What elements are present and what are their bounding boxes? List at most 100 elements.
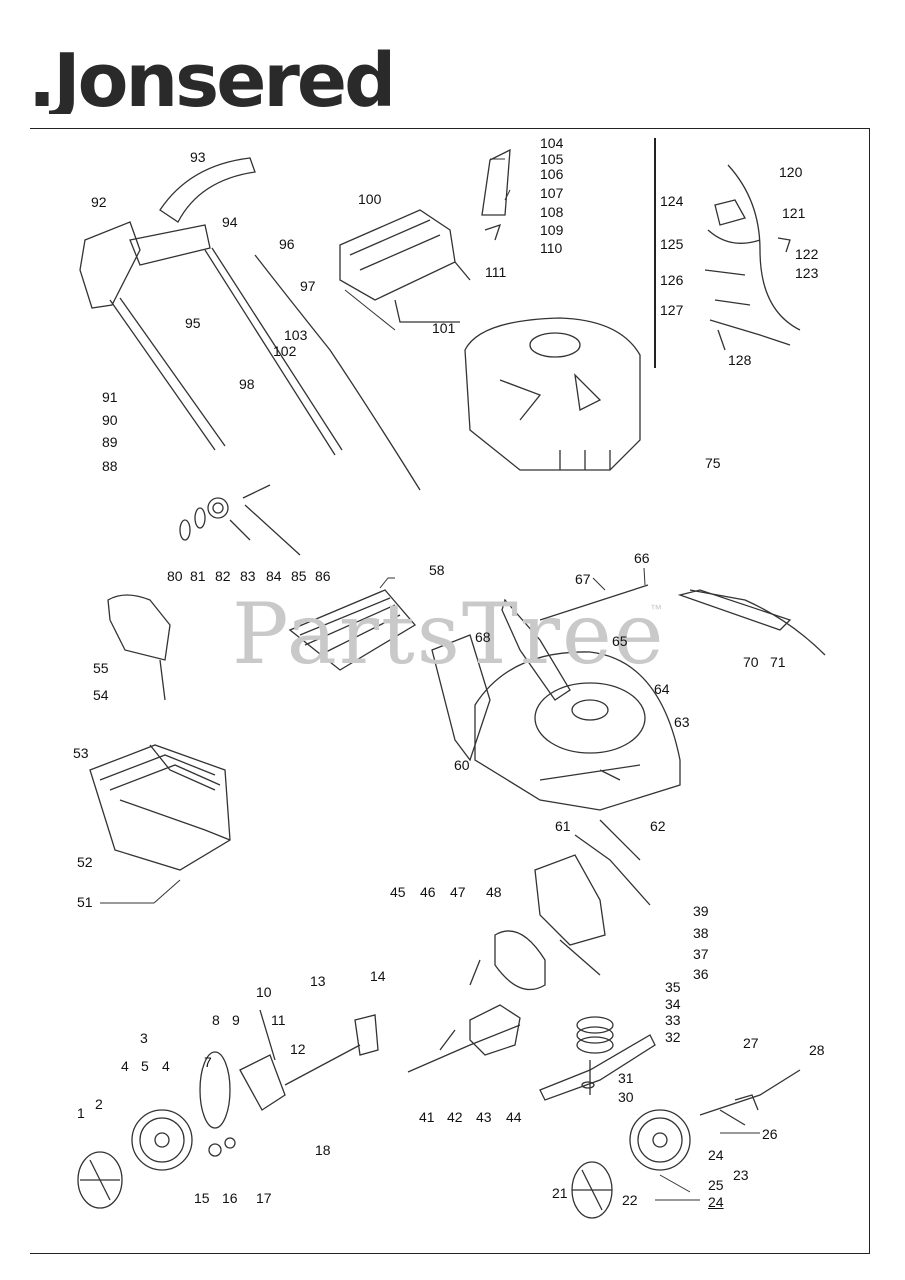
lever-104 xyxy=(481,148,511,216)
part-label: 58 xyxy=(429,562,445,578)
part-label: 81 xyxy=(190,568,206,584)
catcher-top-100 xyxy=(339,209,456,301)
part-label: 92 xyxy=(91,194,107,210)
height-lever-70 xyxy=(677,589,792,631)
part-label: 37 xyxy=(693,946,709,962)
part-label: 13 xyxy=(310,973,326,989)
part-label: 11 xyxy=(271,1012,286,1028)
drive-belt-48 xyxy=(494,930,546,991)
part-label: 107 xyxy=(540,185,564,201)
part-label: 91 xyxy=(102,389,118,405)
handle-tube-right xyxy=(204,247,343,456)
part-label: 88 xyxy=(102,458,118,474)
parts-tree-watermark: PartsTree xyxy=(232,585,666,683)
part-label: 84 xyxy=(266,568,282,584)
part-label: 104 xyxy=(540,135,564,151)
gearbox-43 xyxy=(469,1004,521,1056)
part-label: 110 xyxy=(540,240,563,256)
part-label: 10 xyxy=(256,984,272,1000)
part-label: 4 xyxy=(121,1058,129,1074)
part-label: 46 xyxy=(420,884,436,900)
part-label: 124 xyxy=(660,193,684,209)
part-label: 95 xyxy=(185,315,201,331)
throttle-cable-120 xyxy=(727,164,801,331)
part-label: 63 xyxy=(674,714,690,730)
part-label: 128 xyxy=(728,352,752,368)
part-label: 102 xyxy=(273,343,297,359)
handle-grip-92 xyxy=(79,221,141,309)
wheel-cap-left xyxy=(77,1151,123,1209)
part-label: 48 xyxy=(486,884,502,900)
upper-handle-93 xyxy=(159,157,256,223)
wheel-hub-82 xyxy=(207,497,229,519)
cable-98 xyxy=(254,254,421,491)
blade-adapter-34 xyxy=(576,1016,614,1034)
part-label: 36 xyxy=(693,966,709,982)
part-label: 12 xyxy=(290,1041,306,1057)
part-label: 2 xyxy=(95,1096,103,1112)
part-label: 45 xyxy=(390,884,406,900)
part-label: 90 xyxy=(102,412,118,428)
part-label: 47 xyxy=(450,884,466,900)
part-label: 27 xyxy=(743,1035,759,1051)
part-label: 24 xyxy=(708,1147,724,1163)
part-label: 82 xyxy=(215,568,231,584)
part-label: 100 xyxy=(358,191,382,207)
part-label: 14 xyxy=(370,968,386,984)
part-label: 54 xyxy=(93,687,109,703)
part-label: 23 xyxy=(733,1167,749,1183)
engine-cover-75 xyxy=(464,317,641,471)
part-label: 67 xyxy=(575,571,591,587)
part-label: 15 xyxy=(194,1190,210,1206)
part-label: 94 xyxy=(222,214,238,230)
part-label: 68 xyxy=(475,629,491,645)
mower-deck-63 xyxy=(474,651,681,811)
part-label: 123 xyxy=(795,265,819,281)
logo-text: .Jonsered xyxy=(28,44,390,114)
rear-flap-58 xyxy=(288,589,416,671)
part-label: 122 xyxy=(795,246,819,262)
part-label: 86 xyxy=(315,568,331,584)
handle-tube-left xyxy=(109,297,226,451)
throttle-lever-124 xyxy=(714,199,746,226)
deck-opening-64 xyxy=(534,682,646,754)
part-label: 97 xyxy=(300,278,316,294)
rear-axle-13 xyxy=(284,1044,361,1086)
grass-catcher-51 xyxy=(89,744,231,871)
part-label: 71 xyxy=(770,654,786,670)
part-label: 4 xyxy=(162,1058,170,1074)
part-label: 3 xyxy=(140,1030,148,1046)
part-label: 96 xyxy=(279,236,295,252)
part-label: 8 xyxy=(212,1012,220,1028)
part-label: 51 xyxy=(77,894,93,910)
front-wheel-right xyxy=(629,1109,691,1171)
part-label: 127 xyxy=(660,302,684,318)
part-label: 30 xyxy=(618,1089,634,1105)
washer-81 xyxy=(194,507,206,529)
part-label: 22 xyxy=(622,1192,638,1208)
part-label: 61 xyxy=(555,818,571,834)
part-label: 108 xyxy=(540,204,564,220)
part-label: 120 xyxy=(779,164,803,180)
part-label: 28 xyxy=(809,1042,825,1058)
jonsered-logo: .Jonsered xyxy=(28,44,390,114)
part-label: 106 xyxy=(540,166,564,182)
part-label: 31 xyxy=(618,1070,634,1086)
part-label: 52 xyxy=(77,854,93,870)
rear-bracket-66 xyxy=(431,634,491,762)
inset-divider xyxy=(654,138,656,368)
part-label: 26 xyxy=(762,1126,778,1142)
discharge-cover-55 xyxy=(107,594,171,661)
drive-bracket-37 xyxy=(534,854,606,946)
part-label: 75 xyxy=(705,455,721,471)
drive-axle-41 xyxy=(407,1024,521,1073)
part-label: 64 xyxy=(654,681,670,697)
handle-bar-94 xyxy=(129,224,211,266)
part-label: 16 xyxy=(222,1190,238,1206)
part-label: 53 xyxy=(73,745,89,761)
bolt-80 xyxy=(179,519,191,541)
part-label: 24 xyxy=(708,1194,724,1210)
part-label: 80 xyxy=(167,568,183,584)
part-label: 21 xyxy=(552,1185,568,1201)
